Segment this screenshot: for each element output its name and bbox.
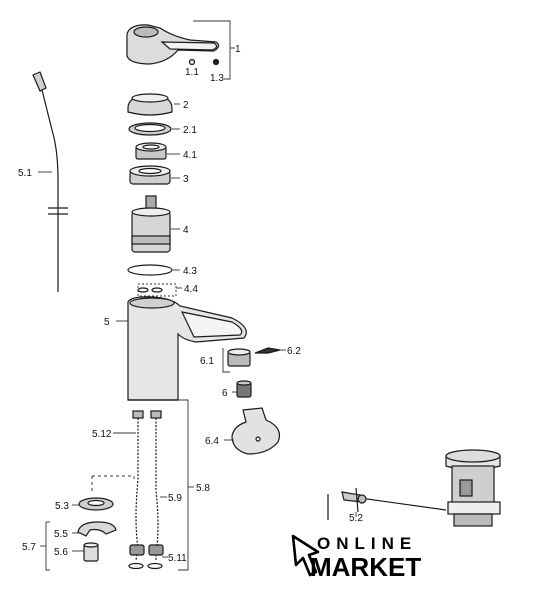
label-4-4: 4.4	[184, 284, 198, 295]
label-5-2: 5.2	[349, 513, 363, 524]
cap-dome	[127, 93, 173, 116]
label-4-1: 4.1	[183, 150, 197, 161]
lever-handle	[126, 24, 220, 65]
collar-3	[129, 165, 171, 185]
nut-5-6	[83, 542, 99, 562]
lift-rod	[32, 71, 68, 292]
seals-4-4	[137, 287, 163, 293]
label-5-12: 5.12	[92, 429, 112, 440]
label-1: 1	[235, 44, 241, 55]
nut-4-1	[135, 142, 167, 160]
aerator-cover-6-4	[231, 407, 281, 455]
label-5-5: 5.5	[54, 529, 68, 540]
label-6-4: 6.4	[205, 436, 219, 447]
screw-1-1	[188, 58, 196, 66]
screw-1-3	[212, 58, 220, 66]
label-5-9: 5.9	[168, 493, 182, 504]
label-6-2: 6.2	[287, 346, 301, 357]
washers-5-11	[128, 562, 163, 570]
cursor-arrow-icon	[291, 534, 320, 577]
flex-hoses	[129, 410, 164, 561]
label-6-1: 6.1	[200, 356, 214, 367]
fixing-ring-5-3	[78, 497, 114, 511]
tap-body	[127, 296, 247, 401]
label-2-1: 2.1	[183, 125, 197, 136]
label-5-6: 5.6	[54, 547, 68, 558]
label-5: 5	[104, 317, 110, 328]
label-4: 4	[183, 225, 189, 236]
logo-line-online: ONLINE	[317, 534, 417, 553]
aerator-insert-6	[236, 380, 252, 398]
label-3: 3	[183, 174, 189, 185]
o-ring-4-3	[127, 264, 173, 276]
aerator-6-1	[227, 348, 251, 367]
label-5-11: 5.11	[168, 553, 187, 564]
label-5-1: 5.1	[18, 168, 32, 179]
logo-line-market: MARKET	[310, 552, 421, 582]
label-2: 2	[183, 100, 189, 111]
label-1-1: 1.1	[185, 67, 199, 78]
cartridge-4	[131, 195, 171, 253]
key-6-2	[254, 347, 281, 354]
label-1-3: 1.3	[210, 73, 224, 84]
ring-2-1	[128, 122, 172, 136]
label-5-7: 5.7	[22, 542, 36, 553]
label-6: 6	[222, 388, 228, 399]
label-5-8: 5.8	[196, 483, 210, 494]
label-5-3: 5.3	[55, 501, 69, 512]
popup-waste	[327, 449, 501, 527]
online-market-logo: ONLINE MARKET	[291, 534, 421, 582]
clamp-5-5	[77, 521, 117, 537]
label-4-3: 4.3	[183, 266, 197, 277]
